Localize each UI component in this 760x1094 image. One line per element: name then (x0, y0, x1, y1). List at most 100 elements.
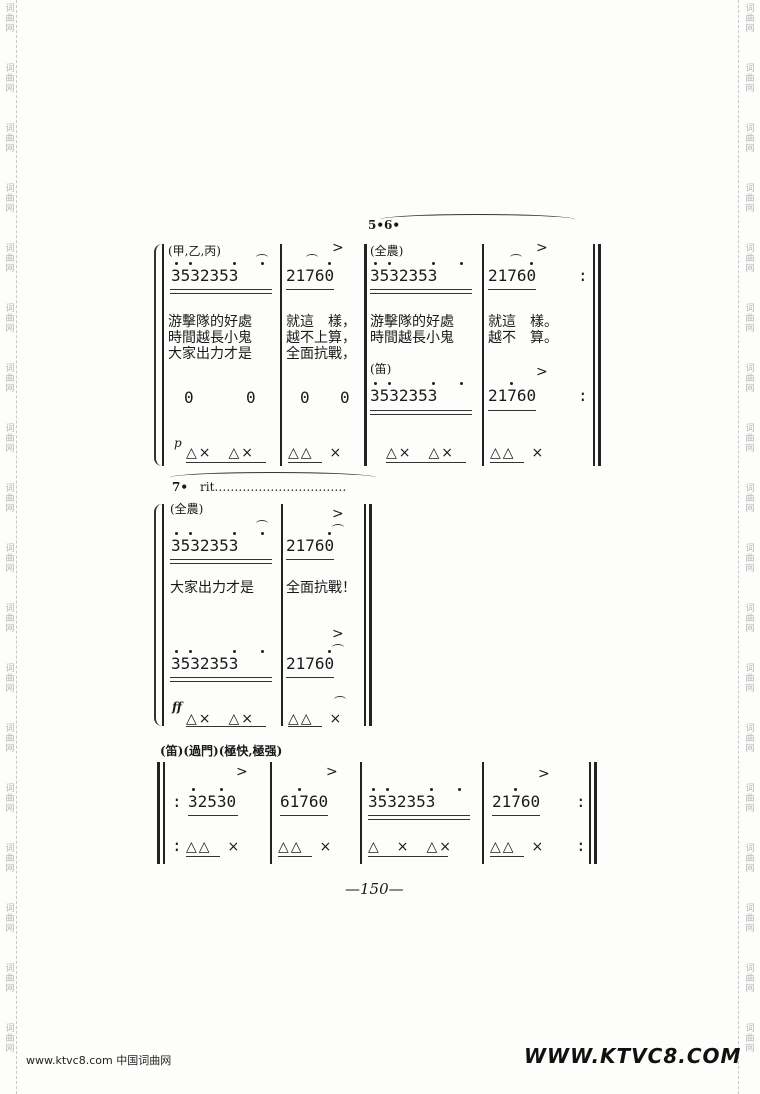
repeat-sign: : (576, 836, 586, 855)
barline-3 (482, 762, 484, 864)
watermark-glyph: 曲 (5, 614, 15, 624)
lyric-line: 全面抗戰， (286, 346, 356, 362)
barline-end-a (589, 762, 591, 864)
watermark-glyph: 词 (5, 484, 15, 494)
octave-dot (233, 650, 236, 653)
watermark-glyph: 网 (5, 924, 15, 934)
left-watermark-strip (0, 0, 17, 1094)
beam (288, 462, 322, 464)
percussion-pattern: △△ × (288, 711, 344, 727)
watermark-glyph: 网 (745, 84, 755, 94)
dynamic-mark: ff (172, 700, 182, 714)
watermark-glyph-group: 词曲网 (3, 1024, 17, 1054)
watermark-glyph: 词 (5, 1024, 15, 1034)
volta-bracket (170, 472, 376, 483)
score-system-1: 5•6• (甲,乙,丙) (全農) > > 3532353 21760 3532… (0, 0, 760, 480)
lyric-line: 全面抗戰！ (286, 580, 356, 596)
watermark-glyph: 曲 (745, 134, 755, 144)
watermark-glyph: 网 (745, 1044, 755, 1054)
note-group: 3532353 (370, 386, 438, 405)
watermark-glyph-group: 词曲网 (3, 484, 17, 514)
watermark-glyph: 曲 (5, 374, 15, 384)
octave-dot (458, 788, 461, 791)
watermark-glyph: 网 (5, 324, 15, 334)
note-group: 3532353 (368, 792, 436, 811)
watermark-glyph: 词 (5, 364, 15, 374)
note-group: 3532353 (171, 536, 239, 555)
rest-note: 0 (340, 388, 350, 407)
beam (488, 410, 536, 412)
octave-dot (374, 262, 377, 265)
footer-logo-text[interactable]: WWW.KTVC8.COM (524, 1044, 742, 1068)
beam (286, 677, 334, 679)
watermark-glyph: 曲 (5, 734, 15, 744)
watermark-glyph: 曲 (745, 374, 755, 384)
watermark-glyph: 曲 (745, 1034, 755, 1044)
percussion-pattern: △× △× (186, 711, 255, 727)
watermark-glyph: 曲 (5, 134, 15, 144)
watermark-glyph-group: 词曲网 (3, 424, 17, 454)
octave-dot (432, 382, 435, 385)
watermark-glyph-group: 词曲网 (3, 4, 17, 34)
beam (368, 856, 448, 858)
part-label: (全農) (370, 244, 404, 258)
score-system-2: 7• rit…………………………… (全農) > 3532353 21760 大… (154, 472, 376, 728)
watermark-glyph: 词 (745, 904, 755, 914)
beam (170, 563, 272, 565)
watermark-glyph-group: 词曲网 (3, 904, 17, 934)
accent-mark: > (332, 626, 344, 642)
watermark-glyph-group: 词曲网 (743, 364, 757, 394)
watermark-glyph: 网 (745, 984, 755, 994)
watermark-glyph-group: 词曲网 (743, 304, 757, 334)
tempo-marking: rit…………………………… (200, 480, 347, 494)
watermark-glyph: 词 (5, 544, 15, 554)
watermark-glyph: 网 (5, 804, 15, 814)
watermark-glyph-group: 词曲网 (3, 784, 17, 814)
watermark-glyph: 网 (5, 24, 15, 34)
watermark-glyph: 曲 (5, 1034, 15, 1044)
percussion-pattern: △× △× (386, 445, 455, 461)
watermark-glyph: 网 (5, 744, 15, 754)
watermark-glyph-group: 词曲网 (3, 184, 17, 214)
percussion-pattern: △△ × (490, 445, 546, 461)
percussion-pattern: △△ × (186, 839, 242, 855)
percussion-pattern: △△ × (490, 839, 546, 855)
watermark-glyph: 曲 (5, 74, 15, 84)
barline-end-a (364, 504, 366, 726)
watermark-glyph-group: 词曲网 (743, 544, 757, 574)
watermark-glyph: 网 (5, 864, 15, 874)
slur-mark (510, 254, 522, 261)
watermark-glyph: 词 (5, 664, 15, 674)
barline-2 (364, 244, 367, 466)
watermark-glyph: 词 (5, 304, 15, 314)
octave-dot (510, 382, 513, 385)
footer-site-link[interactable]: www.ktvc8.com 中国词曲网 (26, 1054, 172, 1067)
beam (488, 289, 536, 291)
watermark-glyph: 词 (5, 724, 15, 734)
watermark-glyph: 曲 (5, 974, 15, 984)
watermark-glyph-group: 词曲网 (3, 244, 17, 274)
lyric-line: 時間越長小鬼 (370, 330, 454, 346)
watermark-glyph: 曲 (745, 254, 755, 264)
accent-mark: > (536, 364, 548, 380)
watermark-glyph: 词 (745, 304, 755, 314)
barline-1 (270, 762, 272, 864)
watermark-glyph-group: 词曲网 (743, 784, 757, 814)
watermark-glyph: 网 (5, 564, 15, 574)
note-group: 21760 (488, 266, 537, 285)
system-brace (154, 504, 164, 726)
watermark-glyph: 词 (5, 64, 15, 74)
watermark-glyph-group: 词曲网 (3, 844, 17, 874)
octave-dot (261, 650, 264, 653)
barline-2 (360, 762, 362, 864)
watermark-glyph-group: 词曲网 (3, 364, 17, 394)
watermark-glyph: 曲 (745, 434, 755, 444)
watermark-glyph: 网 (745, 564, 755, 574)
beam (286, 289, 334, 291)
watermark-glyph-group: 词曲网 (3, 544, 17, 574)
watermark-glyph: 网 (5, 1044, 15, 1054)
watermark-glyph: 网 (745, 684, 755, 694)
watermark-glyph: 词 (5, 904, 15, 914)
beam (186, 462, 266, 464)
watermark-glyph: 网 (745, 804, 755, 814)
